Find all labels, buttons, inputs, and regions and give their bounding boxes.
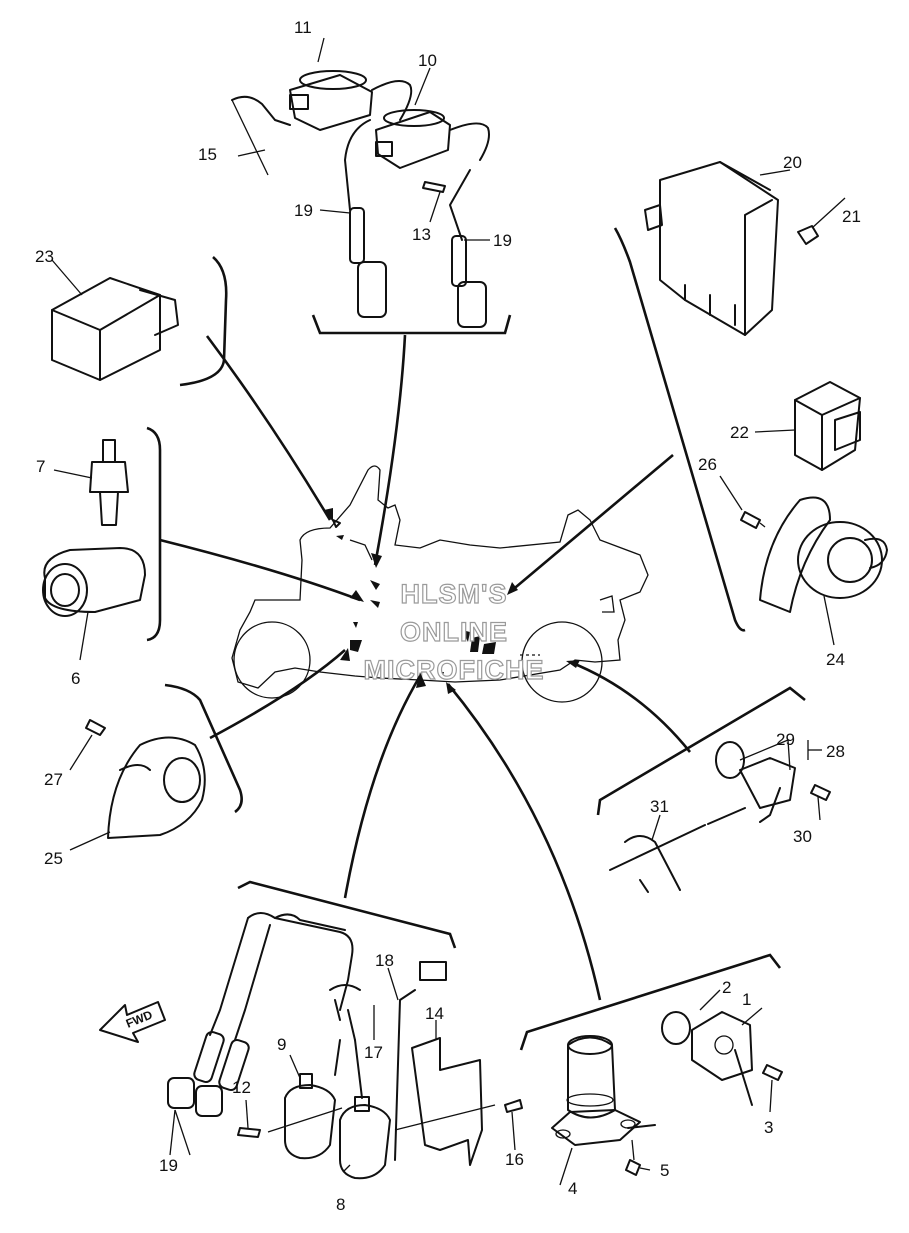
o-ring-29 xyxy=(715,741,745,779)
watermark-line1: HLSM'S xyxy=(401,579,508,609)
callout-24: 24 xyxy=(826,650,845,669)
watermark: HLSM'S ONLINE MICROFICHE xyxy=(363,578,545,685)
ignition-coil-group-top xyxy=(231,37,490,328)
ignition-coil-9 xyxy=(284,1084,336,1160)
callout-19-top-right: 19 xyxy=(493,231,512,250)
leader-lines xyxy=(159,334,692,1001)
callout-6: 6 xyxy=(71,669,80,688)
bolt-27 xyxy=(85,719,106,736)
callout-11: 11 xyxy=(294,18,312,37)
callout-10: 10 xyxy=(418,51,437,70)
bolt-12 xyxy=(237,1127,261,1138)
wire-15 xyxy=(231,95,291,126)
bolt-5 xyxy=(625,1159,641,1176)
callout-16: 16 xyxy=(505,1150,524,1169)
callout-26: 26 xyxy=(698,455,717,474)
callout-14: 14 xyxy=(425,1004,444,1023)
watermark-line3: MICROFICHE xyxy=(364,655,545,685)
bolt-30 xyxy=(810,784,831,801)
ignition-coil-group-bottom xyxy=(167,912,523,1180)
horn-25 xyxy=(107,736,206,839)
clamp-17 xyxy=(329,984,361,991)
callout-23: 23 xyxy=(35,247,54,266)
callout-5: 5 xyxy=(660,1161,669,1180)
connector-18 xyxy=(419,961,447,981)
callout-2: 2 xyxy=(722,978,731,997)
wire-18 xyxy=(394,989,416,1161)
switch-6 xyxy=(43,547,146,613)
callout-15: 15 xyxy=(198,145,217,164)
group-brackets xyxy=(146,227,806,1051)
band-31 xyxy=(624,835,681,893)
ignition-coil-11 xyxy=(289,74,373,131)
bracket-14 xyxy=(411,1037,483,1166)
horn-24 xyxy=(759,496,831,613)
callout-19-top-left: 19 xyxy=(294,201,313,220)
screw-3 xyxy=(762,1064,783,1081)
callout-31: 31 xyxy=(650,797,669,816)
cover-1 xyxy=(691,1011,753,1081)
switch-group xyxy=(42,439,146,661)
bolt-26 xyxy=(740,511,761,529)
callout-25: 25 xyxy=(44,849,63,868)
callout-3: 3 xyxy=(764,1118,773,1137)
switch-7 xyxy=(102,439,116,463)
callout-8: 8 xyxy=(336,1195,345,1214)
watermark-line2: ONLINE xyxy=(400,617,508,647)
callout-27: 27 xyxy=(44,770,63,789)
sensor-group-4 xyxy=(551,989,783,1186)
callout-4: 4 xyxy=(568,1179,577,1198)
motorcycle-silhouette xyxy=(231,465,649,703)
callout-28: 28 xyxy=(826,742,845,761)
callout-22: 22 xyxy=(730,423,749,442)
callout-1: 1 xyxy=(742,990,751,1009)
callout-29: 29 xyxy=(776,730,795,749)
sensor-28 xyxy=(739,757,796,809)
horn-group-25 xyxy=(69,719,206,851)
unit-22 xyxy=(794,381,861,471)
o-ring-2 xyxy=(661,1011,691,1045)
callout-30: 30 xyxy=(793,827,812,846)
sensor-group-28 xyxy=(609,739,831,893)
bolt-16 xyxy=(504,1099,523,1113)
callout-numbers: 1 2 3 4 5 6 7 8 9 10 11 12 13 14 15 16 1… xyxy=(35,18,861,1214)
callout-21: 21 xyxy=(842,207,861,226)
ignition-coil-10 xyxy=(375,111,451,169)
callout-17: 17 xyxy=(364,1043,383,1062)
bolt-13 xyxy=(422,181,446,193)
callout-13: 13 xyxy=(412,225,431,244)
callout-20: 20 xyxy=(783,153,802,172)
spark-plug-cap-left xyxy=(357,261,387,318)
spark-plug-cap-right xyxy=(457,281,487,328)
ecu-20 xyxy=(659,161,779,336)
fwd-arrow: FWD xyxy=(99,1001,166,1043)
relay-group-23 xyxy=(51,259,179,381)
relay-23 xyxy=(51,277,161,381)
callout-7: 7 xyxy=(36,457,45,476)
callout-18: 18 xyxy=(375,951,394,970)
callout-9: 9 xyxy=(277,1035,286,1054)
right-upper-group xyxy=(644,161,888,646)
callout-19-bottom: 19 xyxy=(159,1156,178,1175)
callout-12: 12 xyxy=(232,1078,251,1097)
fwd-label: FWD xyxy=(124,1007,155,1030)
bolt-21 xyxy=(797,225,819,245)
